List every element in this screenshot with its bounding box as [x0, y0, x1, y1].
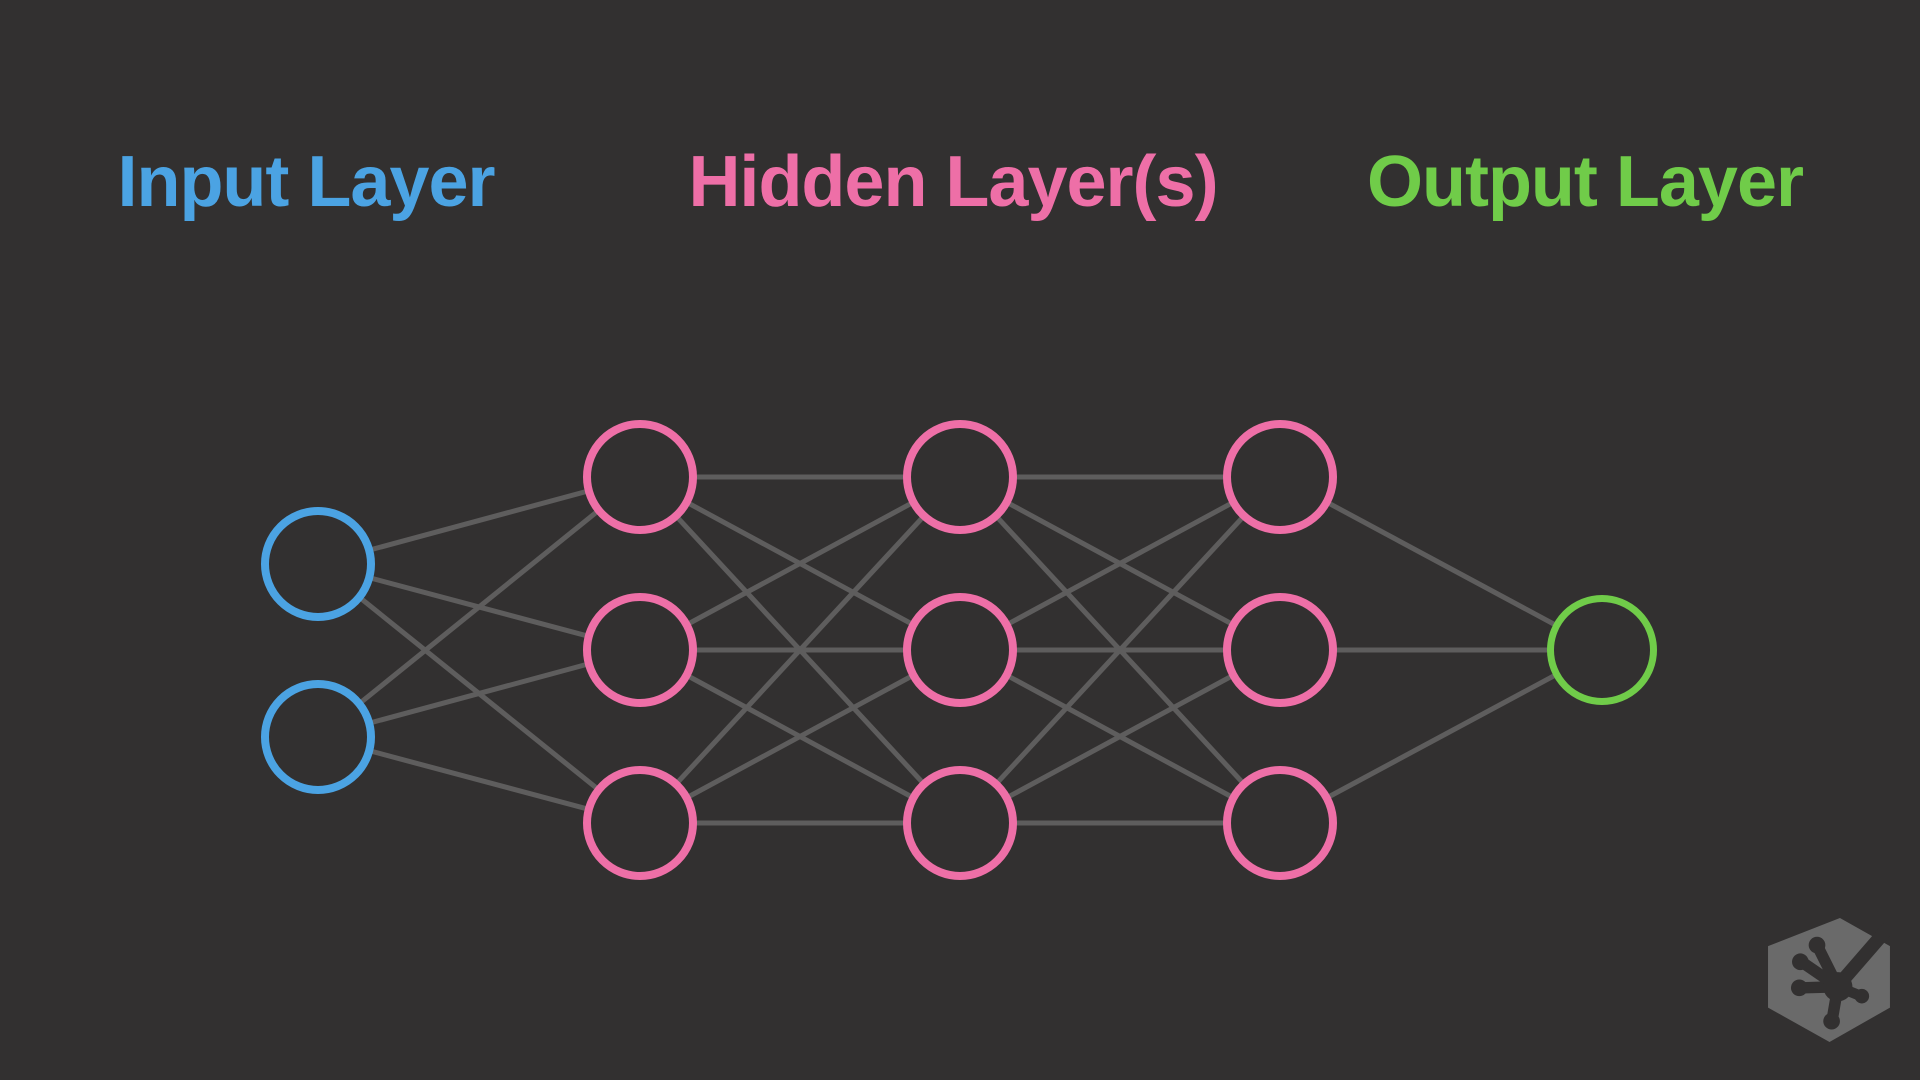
edge-hidden-layer-3-to-output-layer: [1278, 647, 1604, 826]
edge-hidden-layer-2-to-hidden-layer-3: [958, 475, 1282, 825]
output-layer-title: Output Layer: [1366, 142, 1804, 222]
edge-hidden-layer-1-to-hidden-layer-2: [638, 647, 962, 826]
hidden-layer-1-node: [583, 593, 697, 707]
edge-hidden-layer-3-to-output-layer: [1278, 474, 1604, 653]
hidden-layer-3-node: [1223, 593, 1337, 707]
input-layer-node: [261, 680, 375, 794]
hidden-layer-3-node: [1223, 420, 1337, 534]
edge-hidden-layer-2-to-hidden-layer-3: [958, 474, 1282, 653]
input-layer-node: [261, 507, 375, 621]
edge-hidden-layer-2-to-hidden-layer-3: [958, 647, 1282, 826]
hidden-layer-2-node: [903, 420, 1017, 534]
edge-hidden-layer-1-to-hidden-layer-2: [638, 474, 962, 653]
output-layer-node: [1547, 595, 1657, 705]
hidden-layer-2-node: [903, 593, 1017, 707]
hidden-layer-2-node: [903, 766, 1017, 880]
hidden-layer-1-node: [583, 420, 697, 534]
edge-input-layer-to-hidden-layer-1: [316, 475, 642, 739]
hidden-layer-3-node: [1223, 766, 1337, 880]
edge-hidden-layer-1-to-hidden-layer-2: [638, 475, 962, 825]
gecko-footprint-icon: [1790, 922, 1890, 1030]
hidden-layer-title: Hidden Layer(s): [688, 142, 1218, 222]
gecko-hexagon-logo: [1768, 918, 1890, 1042]
hidden-layer-1-node: [583, 766, 697, 880]
input-layer-title: Input Layer: [117, 142, 495, 222]
